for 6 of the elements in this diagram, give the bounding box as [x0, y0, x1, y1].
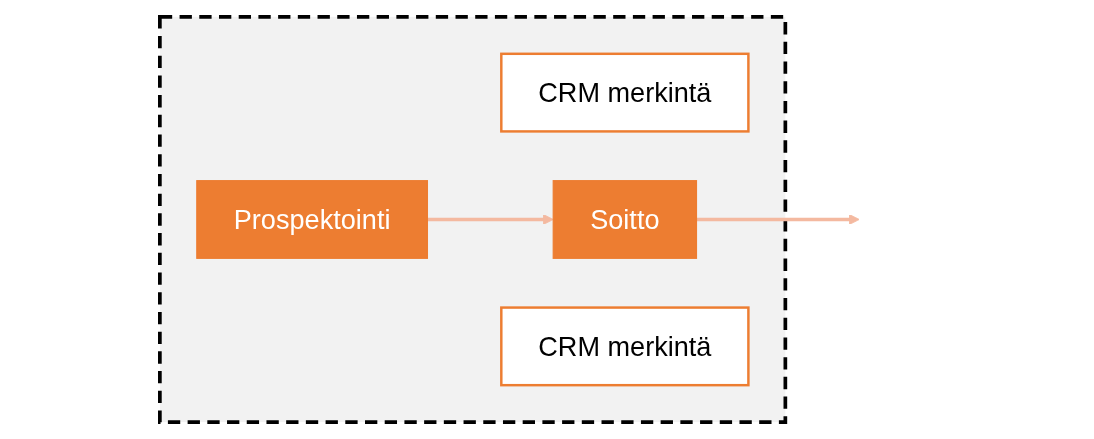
node-box: CRM merkintä — [500, 306, 751, 387]
node-box: Prospektointi — [196, 180, 429, 259]
node-box: CRM merkintä — [500, 52, 751, 133]
arrow — [696, 214, 861, 225]
cluster — [158, 15, 788, 424]
node-box: Soitto — [553, 180, 698, 259]
